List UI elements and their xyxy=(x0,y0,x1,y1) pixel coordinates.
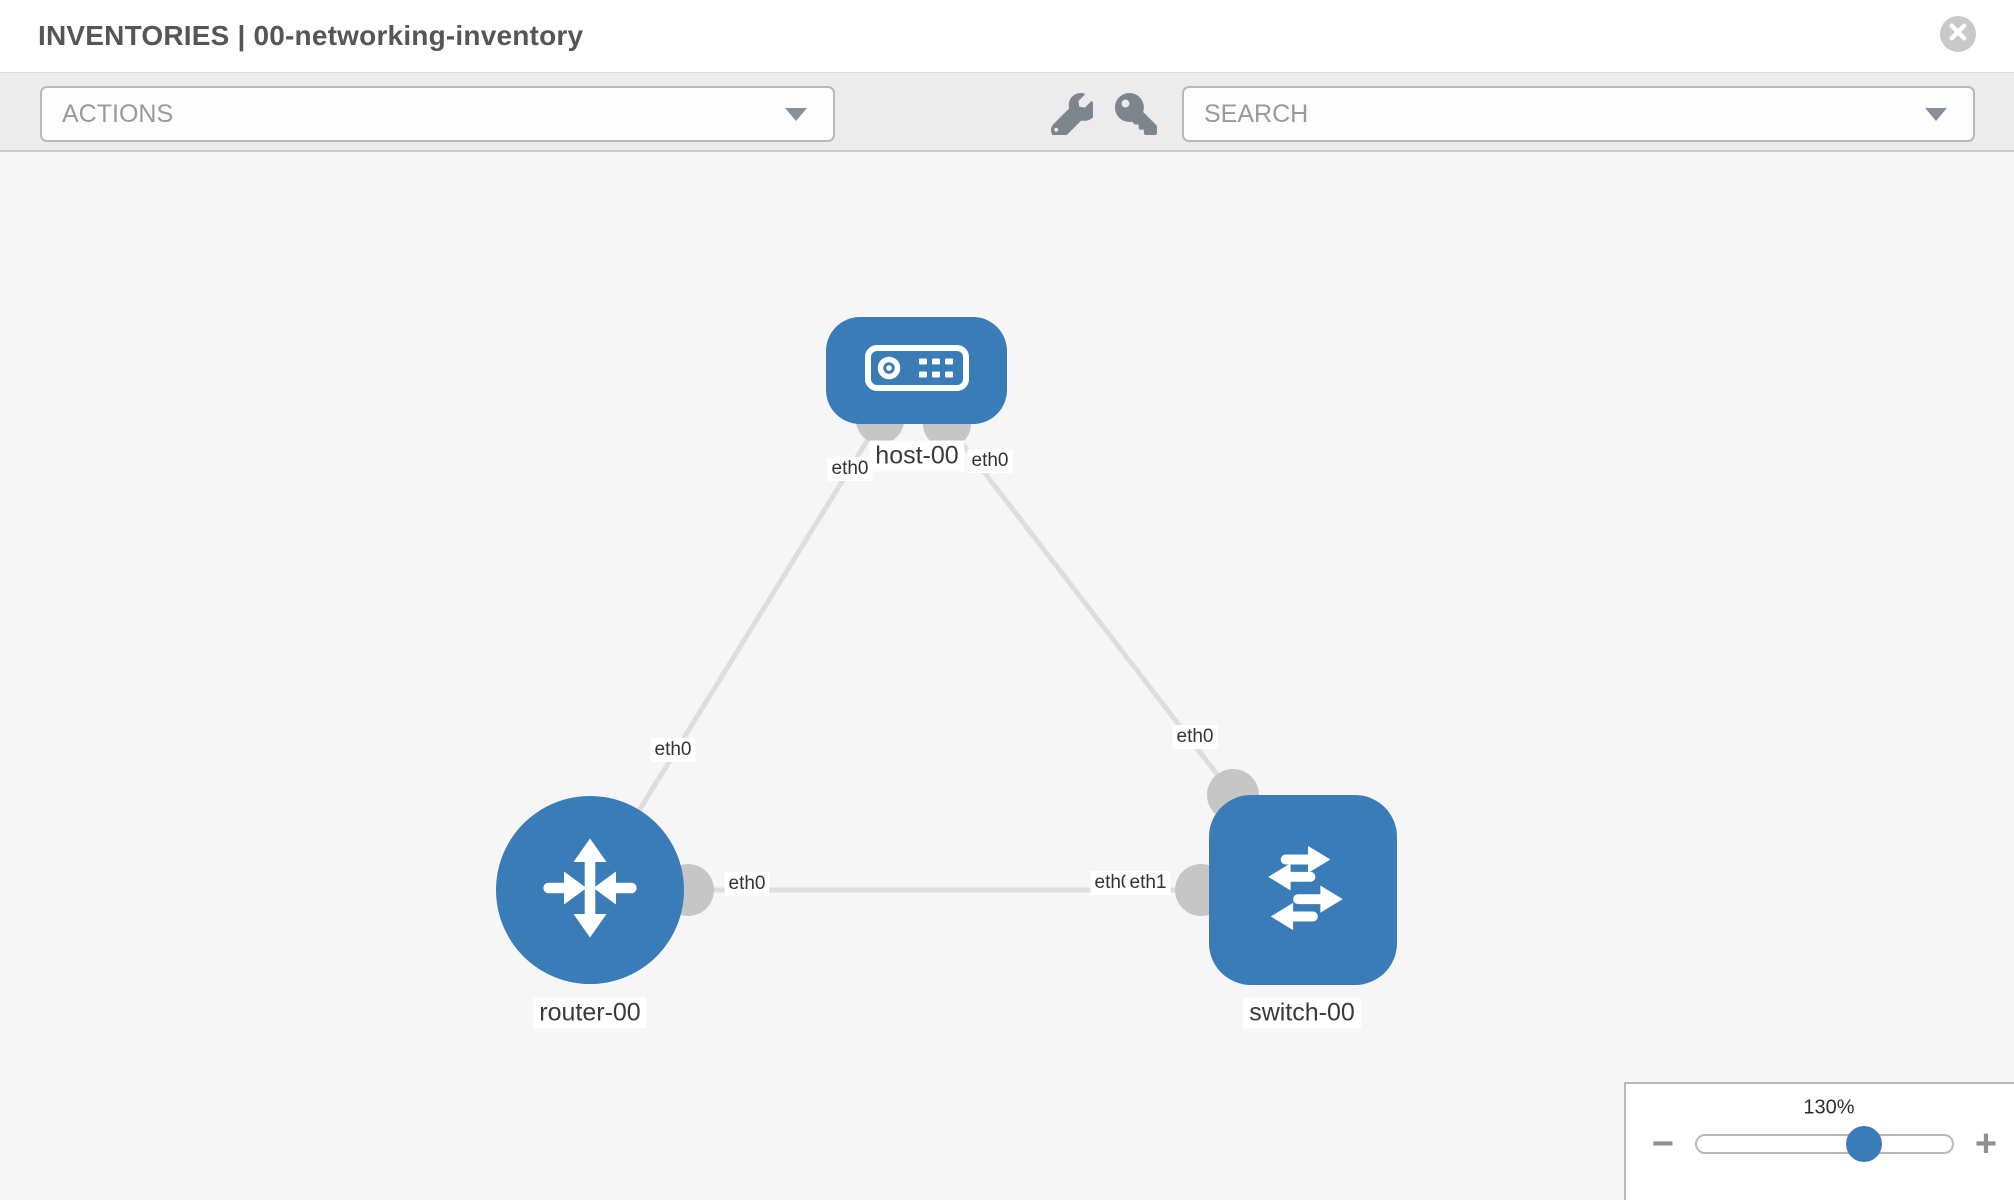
chevron-down-icon xyxy=(785,107,807,121)
router-icon xyxy=(531,829,649,952)
iface-label-host-left: eth0 xyxy=(827,457,873,481)
search-dropdown-label: SEARCH xyxy=(1204,99,1309,128)
header-bar: INVENTORIES | 00-networking-inventory xyxy=(0,0,2014,73)
host-icon xyxy=(864,345,969,396)
switch-icon xyxy=(1241,826,1365,955)
iface-label-router-mid: eth0 xyxy=(724,872,770,896)
wrench-icon xyxy=(1051,93,1097,139)
links-layer xyxy=(587,396,1259,916)
actions-dropdown-label: ACTIONS xyxy=(62,99,174,128)
configure-button[interactable] xyxy=(1051,93,1097,139)
topology-canvas[interactable]: host-00 router-00 switch-00 eth0 eth0 et… xyxy=(0,152,2014,1200)
close-button[interactable] xyxy=(1940,16,1976,52)
switch-icon-node[interactable] xyxy=(1209,795,1397,985)
iface-label-router-top: eth0 xyxy=(650,738,696,762)
actions-dropdown[interactable]: ACTIONS xyxy=(40,86,835,142)
toolbar: ACTIONS SEARCH xyxy=(0,72,2014,152)
zoom-out-button[interactable]: − xyxy=(1651,1123,1675,1165)
credentials-button[interactable] xyxy=(1115,93,1157,135)
zoom-in-button[interactable]: + xyxy=(1974,1123,1998,1165)
node-label-host: host-00 xyxy=(869,440,965,472)
node-router-00[interactable] xyxy=(496,796,684,984)
node-label-switch: switch-00 xyxy=(1243,997,1361,1029)
zoom-slider-track[interactable] xyxy=(1695,1134,1954,1154)
zoom-panel: 130% − + xyxy=(1624,1082,2014,1200)
node-label-router: router-00 xyxy=(533,997,647,1029)
close-icon xyxy=(1949,22,1967,46)
iface-label-host-right: eth0 xyxy=(967,449,1013,473)
zoom-percent-label: 130% xyxy=(1803,1096,1855,1119)
page-title: INVENTORIES | 00-networking-inventory xyxy=(38,20,584,51)
key-icon xyxy=(1115,93,1157,139)
chevron-down-icon xyxy=(1925,107,1947,121)
iface-label-switch-top: eth0 xyxy=(1172,725,1218,749)
node-host-00[interactable] xyxy=(826,317,1007,424)
zoom-slider-thumb[interactable] xyxy=(1846,1126,1882,1162)
iface-label-switch-mid: eth1 xyxy=(1125,871,1171,895)
search-dropdown[interactable]: SEARCH xyxy=(1182,86,1975,142)
